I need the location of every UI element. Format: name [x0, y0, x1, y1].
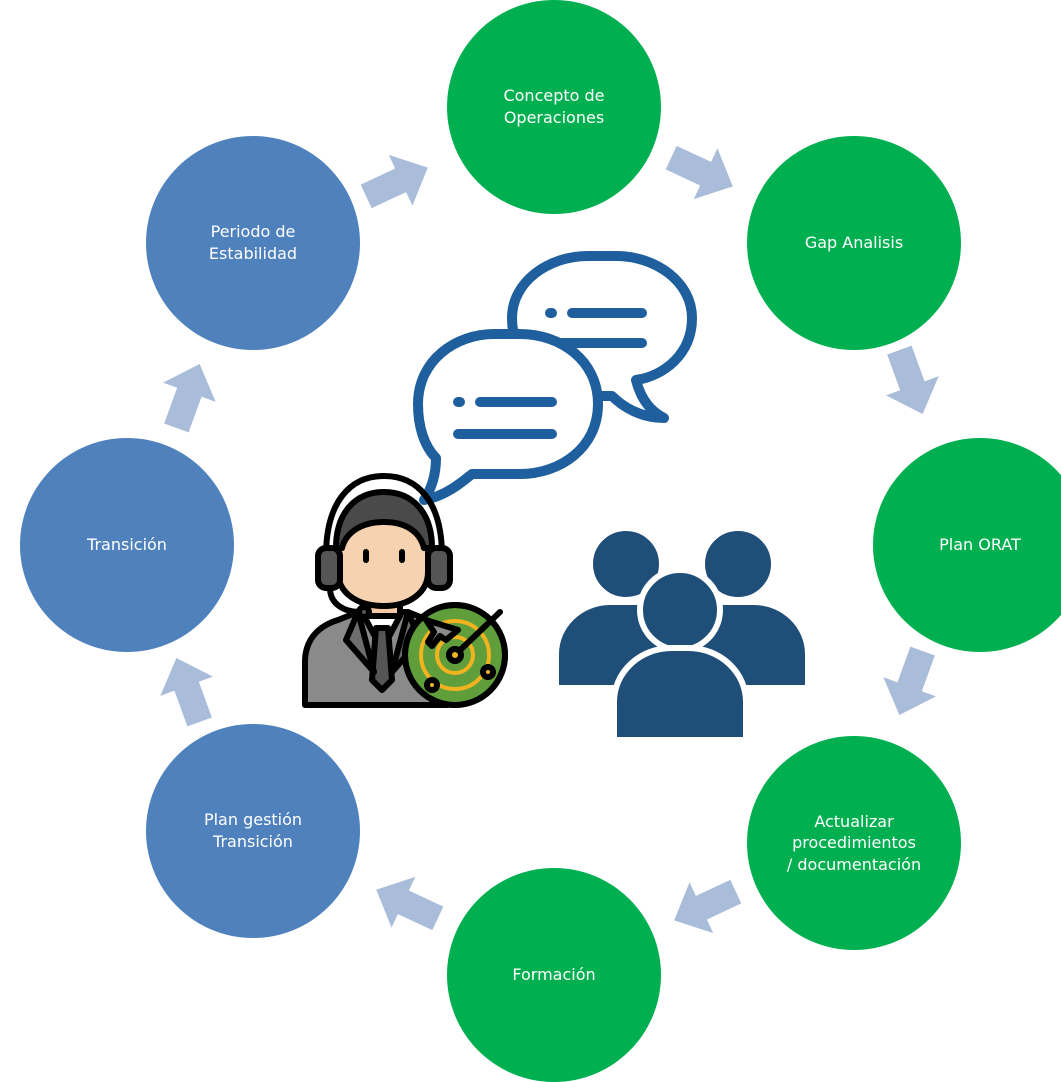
step-transicion: Transición: [20, 438, 234, 652]
step-plan-orat: Plan ORAT: [873, 438, 1061, 652]
arrow-icon-plan-gestion-to-transicion: [150, 648, 226, 732]
arrow-icon-gap-to-plan: [873, 340, 949, 424]
step-plan-gestion-transicion: Plan gestión Transición: [146, 724, 360, 938]
arrow-icon-concepto-to-gap: [659, 132, 745, 212]
step-gap-analisis: Gap Analisis: [747, 136, 961, 350]
arrow-icon-transicion-to-estabilidad: [150, 354, 226, 438]
people-group-icon: [553, 525, 811, 743]
chat-bubbles-icon: [413, 251, 697, 505]
arrow-icon-formacion-to-plan-gestion: [364, 864, 450, 944]
arrow-icon-plan-to-actualizar: [873, 641, 949, 725]
arrow-icon-actualizar-to-formacion: [662, 866, 748, 946]
step-formacion: Formación: [447, 868, 661, 1082]
step-periodo-estabilidad: Periodo de Estabilidad: [146, 136, 360, 350]
radar-icon: [402, 602, 508, 708]
step-concepto-operaciones: Concepto de Operaciones: [447, 0, 661, 214]
arrow-icon-estabilidad-to-concepto: [354, 142, 440, 222]
step-actualizar-procedimientos: Actualizar procedimientos / documentació…: [747, 736, 961, 950]
